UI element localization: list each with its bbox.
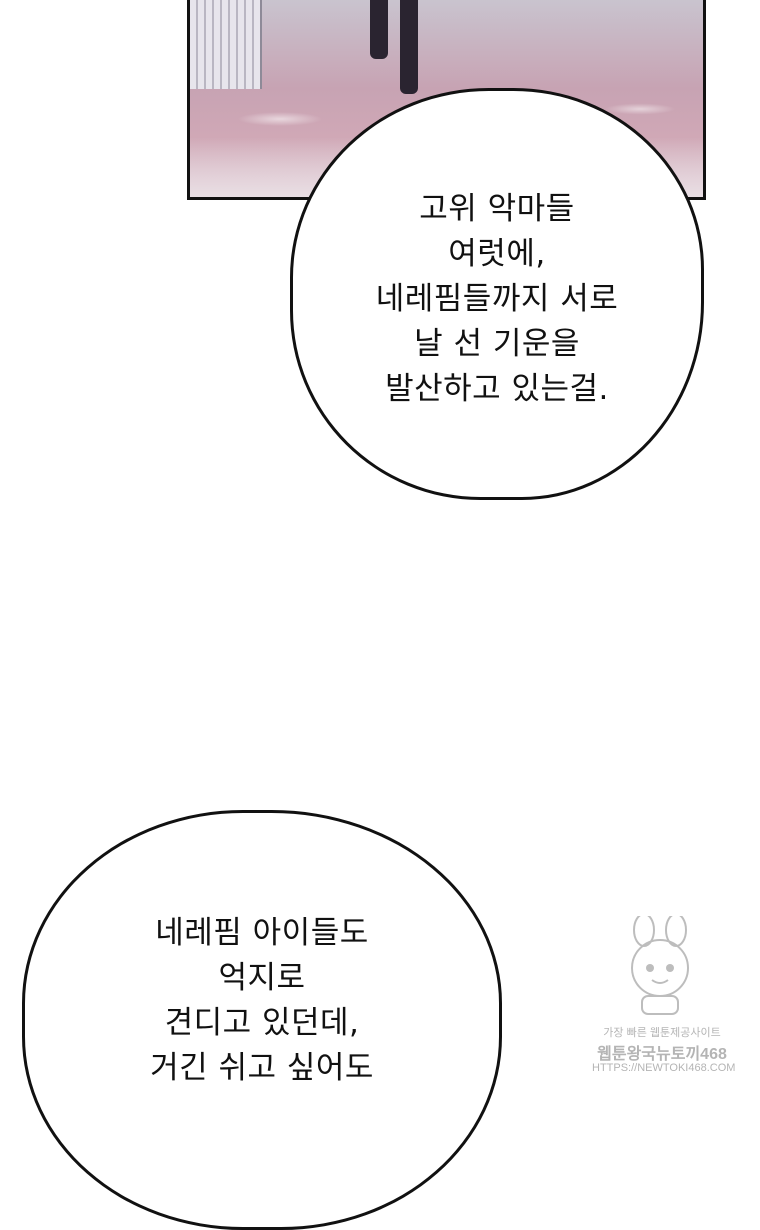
speech-line: 고위 악마들 [419,190,575,227]
speech-line: 거긴 쉬고 싶어도 [150,1050,374,1086]
speech-line: 발산하고 있는걸. [385,370,609,407]
speech-line: 네레핌 아이들도 [155,915,369,951]
panel-character-legs [370,0,420,109]
watermark-tagline: 가장 빠른 웹툰제공사이트 [603,1027,721,1039]
watermark-url: HTTPS://NEWTOKI468.COM [592,1062,736,1074]
speech-line: 네레핌들까지 서로 [375,280,619,317]
watermark-prefix: 웹툰왕국 [597,1046,657,1063]
speech-bubble-bottom: 네레핌 아이들도 억지로 견디고 있던데, 거긴 쉬고 싶어도 [22,810,502,1230]
speech-line: 여럿에, [448,235,546,272]
rabbit-mascot-icon [631,916,689,1015]
watermark-site-name: 웹툰왕국뉴토끼468 [592,1040,732,1064]
speech-text-bottom: 네레핌 아이들도 억지로 견디고 있던데, 거긴 쉬고 싶어도 [25,911,499,1091]
site-watermark: 가장 빠른 웹툰제공사이트 웹툰왕국뉴토끼468 HTTPS://NEWTOKI… [592,916,736,1086]
speech-line: 견디고 있던데, [164,1005,360,1041]
speech-line: 억지로 [218,960,306,996]
panel-wall-column [190,0,262,89]
speech-line: 날 선 기운을 [414,325,580,362]
watermark-name: 뉴토끼468 [656,1046,727,1063]
speech-bubble-top: 고위 악마들 여럿에, 네레핌들까지 서로 날 선 기운을 발산하고 있는걸. [290,88,704,500]
speech-text-top: 고위 악마들 여럿에, 네레핌들까지 서로 날 선 기운을 발산하고 있는걸. [376,177,619,412]
